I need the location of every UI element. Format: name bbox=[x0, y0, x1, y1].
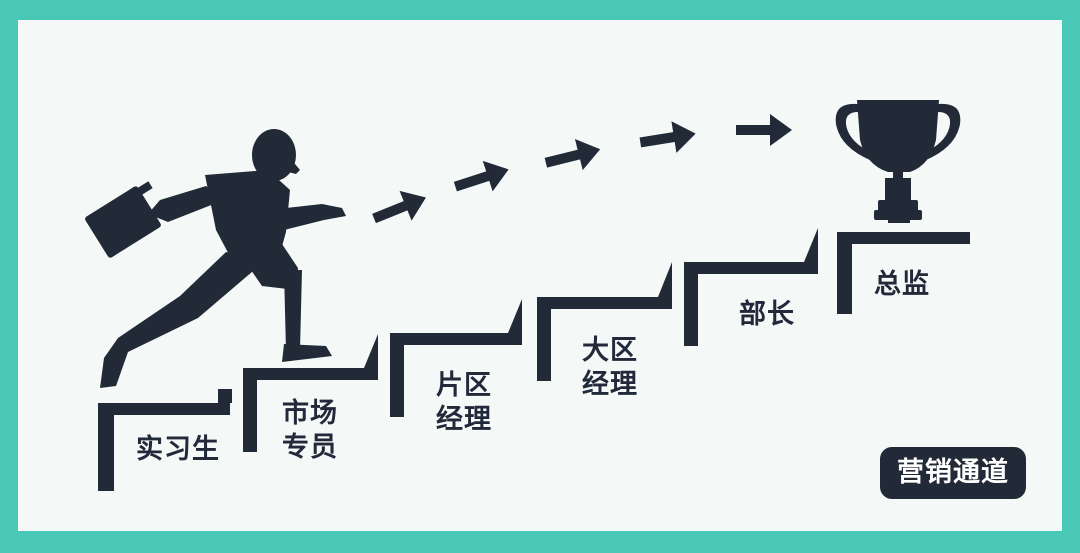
step-6-bracket bbox=[837, 232, 970, 314]
arrow-right-icon bbox=[736, 114, 792, 146]
step-2-line-2: 专员 bbox=[282, 432, 338, 463]
step-label-director: 总监 bbox=[874, 268, 930, 302]
step-1-line-1: 实习生 bbox=[136, 434, 220, 465]
step-label-department-head: 部长 bbox=[739, 298, 795, 332]
arrow-right-icon bbox=[544, 139, 601, 171]
step-4-bracket bbox=[537, 262, 672, 381]
step-label-marketing-specialist: 市场 专员 bbox=[282, 397, 338, 465]
step-4-line-1: 大区 bbox=[582, 335, 638, 366]
step-2-bracket bbox=[243, 334, 378, 452]
step-6-line-1: 总监 bbox=[874, 269, 930, 300]
step-3-bracket bbox=[390, 299, 522, 417]
step-4-line-2: 经理 bbox=[582, 369, 638, 400]
arrow-right-icon bbox=[639, 121, 696, 153]
trophy-icon bbox=[835, 100, 961, 223]
marketing-channel-badge: 营销通道 bbox=[880, 447, 1026, 499]
step-label-regional-manager: 大区 经理 bbox=[582, 334, 638, 402]
arrow-right-icon bbox=[372, 190, 426, 224]
step-1-bracket bbox=[98, 389, 232, 491]
step-5-bracket bbox=[684, 228, 818, 346]
step-3-line-2: 经理 bbox=[436, 404, 492, 435]
step-label-area-manager: 片区 经理 bbox=[436, 369, 492, 437]
step-label-intern: 实习生 bbox=[136, 433, 220, 467]
running-businessman-icon bbox=[85, 129, 346, 388]
step-5-line-1: 部长 bbox=[739, 299, 795, 330]
step-2-line-1: 市场 bbox=[282, 398, 338, 429]
step-3-line-1: 片区 bbox=[436, 370, 492, 401]
arrow-right-icon bbox=[453, 160, 509, 192]
